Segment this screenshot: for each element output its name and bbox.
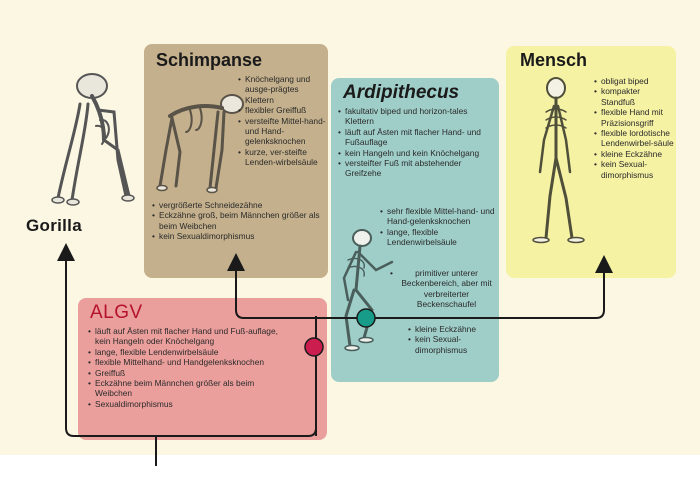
algv-traits: läuft auf Ästen mit flacher Hand und Fuß… bbox=[88, 326, 292, 410]
algv-node-icon bbox=[304, 337, 324, 357]
list-item: flexible Hand mit Präzisionsgriff bbox=[594, 107, 674, 128]
list-item: vergrößerte Schneidezähne bbox=[152, 200, 324, 211]
list-item: Greiffuß bbox=[88, 368, 292, 379]
list-item: kurze, ver-steifte Lenden-wirbelsäule bbox=[238, 147, 326, 168]
chimpanzee-traits-side: Knöchelgang und ausge-prägtes Klettern f… bbox=[238, 74, 326, 168]
chimpanzee-branch-line bbox=[227, 253, 316, 319]
list-item: kein Sexual-dimorphismus bbox=[408, 334, 496, 355]
list-item: flexible lordotische Lendenwirbel-säule bbox=[594, 128, 674, 149]
list-item: lange, flexible Lendenwirbelsäule bbox=[88, 347, 292, 358]
list-item: kein Sexual-dimorphismus bbox=[594, 159, 674, 180]
ardipithecus-traits-bottom: kleine Eckzähne kein Sexual-dimorphismus bbox=[408, 324, 496, 355]
ardipithecus-traits-side: sehr flexible Mittel-hand- und Hand-gele… bbox=[380, 206, 496, 248]
ardipithecus-traits-top: fakultativ biped und horizon-tales Klett… bbox=[338, 106, 496, 179]
list-item: kleine Eckzähne bbox=[408, 324, 496, 335]
list-item: läuft auf Ästen mit flacher Hand und Fuß… bbox=[88, 326, 292, 347]
phylogeny-lines bbox=[57, 243, 613, 466]
human-title: Mensch bbox=[520, 50, 588, 70]
list-item: versteifter Fuß mit abstehender Greifzeh… bbox=[338, 158, 496, 179]
ardipithecus-title: Ardipithecus bbox=[343, 82, 460, 103]
human-traits: obligat biped kompakter Standfuß flexibl… bbox=[594, 76, 674, 180]
list-item: primitiver unterer Beckenbereich, aber m… bbox=[390, 268, 496, 310]
list-item: Knöchelgang und ausge-prägtes Klettern bbox=[238, 74, 326, 105]
list-item: Eckzähne groß, beim Männchen größer als … bbox=[152, 210, 324, 231]
list-item: sehr flexible Mittel-hand- und Hand-gele… bbox=[380, 206, 496, 227]
ardipithecus-trait-pelvis: primitiver unterer Beckenbereich, aber m… bbox=[390, 268, 496, 310]
chimpanzee-title: Schimpanse bbox=[156, 50, 263, 70]
gorilla-label: Gorilla bbox=[26, 216, 82, 235]
list-item: kleine Eckzähne bbox=[594, 149, 674, 160]
ardipithecus-skeleton-icon bbox=[342, 229, 394, 352]
list-item: kein Hangeln und kein Knöchelgang bbox=[338, 148, 496, 159]
list-item: kompakter Standfuß bbox=[594, 86, 674, 107]
list-item: Eckzähne beim Männchen größer als beim W… bbox=[88, 378, 292, 399]
list-item: flexible Mittelhand- und Handgelenksknoc… bbox=[88, 357, 292, 368]
algv-title: ALGV bbox=[90, 302, 143, 323]
list-item: fakultativ biped und horizon-tales Klett… bbox=[338, 106, 496, 127]
list-item: obligat biped bbox=[594, 76, 674, 87]
list-item: läuft auf Ästen mit flacher Hand- und Fu… bbox=[338, 127, 496, 148]
list-item: flexibler Greiffuß bbox=[238, 105, 326, 116]
human-skeleton-icon bbox=[532, 77, 585, 244]
list-item: kein Sexualdimorphismus bbox=[152, 231, 324, 242]
chimpanzee-traits-bottom: vergrößerte Schneidezähne Eckzähne groß,… bbox=[152, 200, 324, 242]
hominin-node-icon bbox=[356, 308, 376, 328]
list-item: versteifte Mittel-hand- und Hand-gelenks… bbox=[238, 116, 326, 147]
chimpanzee-skeleton-icon bbox=[156, 94, 244, 194]
list-item: Sexualdimorphismus bbox=[88, 399, 292, 410]
gorilla-skeleton-icon bbox=[51, 73, 135, 206]
list-item: lange, flexible Lendenwirbelsäule bbox=[380, 227, 496, 248]
hominin-branch-line bbox=[316, 255, 613, 319]
